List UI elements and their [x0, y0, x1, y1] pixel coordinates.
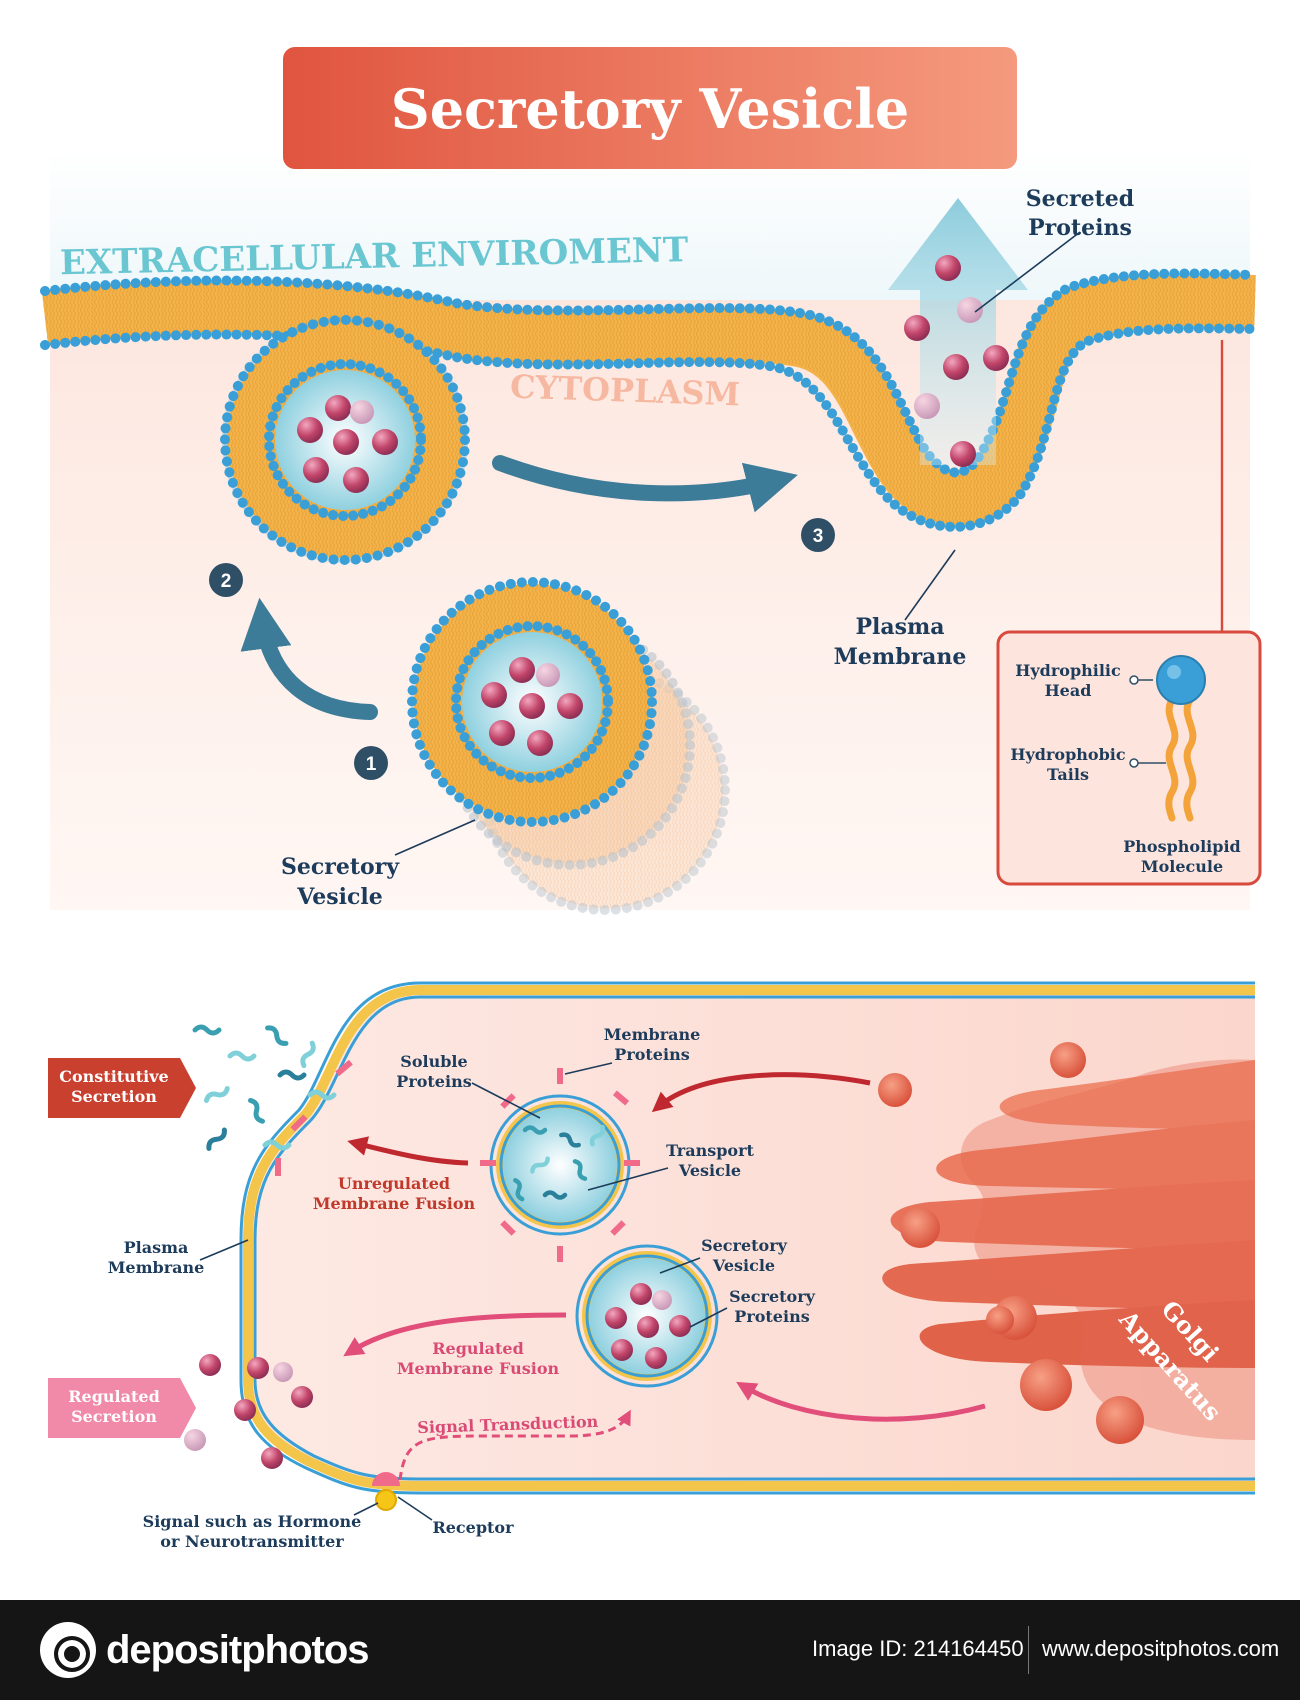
leader-soluble-proteins: [471, 1082, 541, 1119]
label-secretory-proteins-1: Secretory: [729, 1287, 816, 1306]
regulated-label-2: Secretion: [71, 1407, 157, 1426]
label-phospholipid-1: Phospholipid: [1123, 837, 1240, 856]
site-url: www.depositphotos.com: [1042, 1636, 1280, 1661]
brand-name: depositphotos: [106, 1627, 370, 1672]
regulated-fusion-arrow: [343, 1312, 567, 1357]
constitutive-products: [192, 1024, 337, 1151]
page-title: Secretory Vesicle: [391, 77, 910, 141]
svg-text:1: 1: [366, 754, 377, 775]
label-secreted-proteins-2: Proteins: [1028, 215, 1132, 241]
signal-transduction-arrow: [398, 1409, 631, 1481]
label-unregulated-fusion-2: Membrane Fusion: [313, 1194, 476, 1213]
label-transport-vesicle-2: Vesicle: [678, 1161, 741, 1180]
secretory-vesicle-bottom: [575, 1244, 719, 1388]
leader-secretory-vesicle: [394, 819, 476, 856]
secretion-arrow: [888, 198, 1028, 467]
label-plasma-membrane-1: Plasma: [855, 614, 944, 640]
cell-body: [250, 990, 1255, 1490]
constitutive-secretion-tag: Constitutive Secretion: [48, 1058, 196, 1118]
label-membrane-proteins-2: Proteins: [614, 1045, 689, 1064]
constitutive-label-1: Constitutive: [59, 1067, 168, 1086]
title-banner: Secretory Vesicle: [283, 47, 1017, 170]
plasma-membrane-bottom: [239, 981, 1255, 1495]
receptor: [372, 1472, 400, 1511]
leader-secreted-proteins: [974, 231, 1081, 313]
leader-signal: [353, 1502, 379, 1516]
label-unregulated-fusion-1: Unregulated: [338, 1174, 450, 1193]
label-regulated-fusion-2: Membrane Fusion: [397, 1359, 560, 1378]
label-secretory-proteins-2: Proteins: [734, 1307, 809, 1326]
label-secretory-vesicle-bottom-2: Vesicle: [712, 1256, 775, 1275]
footer-divider: [1028, 1626, 1029, 1674]
svg-text:2: 2: [221, 571, 232, 592]
cytoplasm-label: CYTOPLASM: [509, 367, 740, 413]
hydrophilic-head: [1156, 655, 1206, 705]
vesicle-proteins: [297, 395, 583, 756]
label-plasma-membrane-bottom-2: Membrane: [108, 1258, 205, 1277]
regulated-products: [184, 1354, 313, 1469]
svg-text:3: 3: [813, 526, 824, 547]
label-secretory-vesicle-bottom-1: Secretory: [701, 1236, 788, 1255]
label-soluble-proteins-2: Proteins: [396, 1072, 471, 1091]
leader-secretory-vesicle-bottom: [659, 1257, 701, 1274]
label-hydrophilic-2: Head: [1045, 681, 1092, 700]
leader-receptor: [397, 1496, 433, 1521]
footer-bar: depositphotos Image ID: 214164450 www.de…: [0, 1600, 1300, 1700]
title-ribbon: [283, 47, 1017, 169]
golgi-to-transport-arrow: [651, 1072, 871, 1113]
image-id: Image ID: 214164450: [812, 1636, 1024, 1661]
label-plasma-membrane-2: Membrane: [834, 644, 967, 670]
cell-membrane-proteins: [275, 1059, 353, 1176]
label-transport-vesicle-1: Transport: [666, 1141, 754, 1160]
transport-vesicle: [480, 1068, 640, 1262]
regulated-label-1: Regulated: [68, 1387, 160, 1406]
label-phospholipid-2: Molecule: [1141, 857, 1223, 876]
golgi-to-secretory-arrow: [736, 1381, 986, 1422]
label-regulated-fusion-1: Regulated: [432, 1339, 524, 1358]
label-soluble-proteins-1: Soluble: [400, 1052, 467, 1071]
label-secreted-proteins-1: Secreted: [1026, 186, 1134, 212]
label-hydrophobic-1: Hydrophobic: [1010, 745, 1125, 764]
label-secretory-vesicle-2: Vesicle: [296, 884, 383, 910]
leader-transport-vesicle: [587, 1167, 669, 1191]
regulated-secretion-tag: Regulated Secretion: [48, 1378, 196, 1438]
tail-right: [1183, 696, 1197, 822]
step-badge-3: 3: [801, 518, 835, 552]
golgi-apparatus: Golgi Apparatus: [878, 1042, 1255, 1444]
secretory-vesicle-top: [407, 577, 730, 915]
arrow-1-to-2: [240, 597, 378, 720]
label-receptor: Receptor: [432, 1518, 514, 1537]
signal-molecule: [375, 1489, 397, 1511]
label-signal-2: or Neurotransmitter: [160, 1532, 344, 1551]
top-panel: Secretory Vesicle EXTRACELLULAR ENVIROME…: [40, 47, 1262, 915]
leader-plasma-membrane: [904, 549, 956, 621]
label-secretory-vesicle-1: Secretory: [281, 854, 400, 880]
bottom-panel: Golgi Apparatus: [48, 981, 1255, 1551]
label-hydrophilic-1: Hydrophilic: [1015, 661, 1121, 680]
brand-logo: depositphotos: [40, 1622, 370, 1678]
unregulated-fusion-arrow: [347, 1136, 469, 1166]
leader-secretory-proteins: [689, 1307, 728, 1328]
label-signal-1: Signal such as Hormone: [143, 1512, 362, 1531]
label-hydrophobic-2: Tails: [1047, 765, 1089, 784]
arrow-2-to-3: [492, 455, 798, 513]
step-badge-1: 1: [354, 746, 388, 780]
tail-left: [1165, 696, 1179, 822]
leader-plasma-membrane-bottom: [199, 1239, 249, 1261]
camera-icon: [40, 1622, 96, 1678]
step-badge-2: 2: [209, 563, 243, 597]
constitutive-label-2: Secretion: [71, 1087, 157, 1106]
leader-membrane-proteins: [564, 1062, 613, 1075]
label-plasma-membrane-bottom-1: Plasma: [124, 1238, 189, 1257]
phospholipid-inset: Hydrophilic Head Hydrophobic Tails Phosp…: [996, 630, 1262, 886]
label-membrane-proteins-1: Membrane: [604, 1025, 701, 1044]
